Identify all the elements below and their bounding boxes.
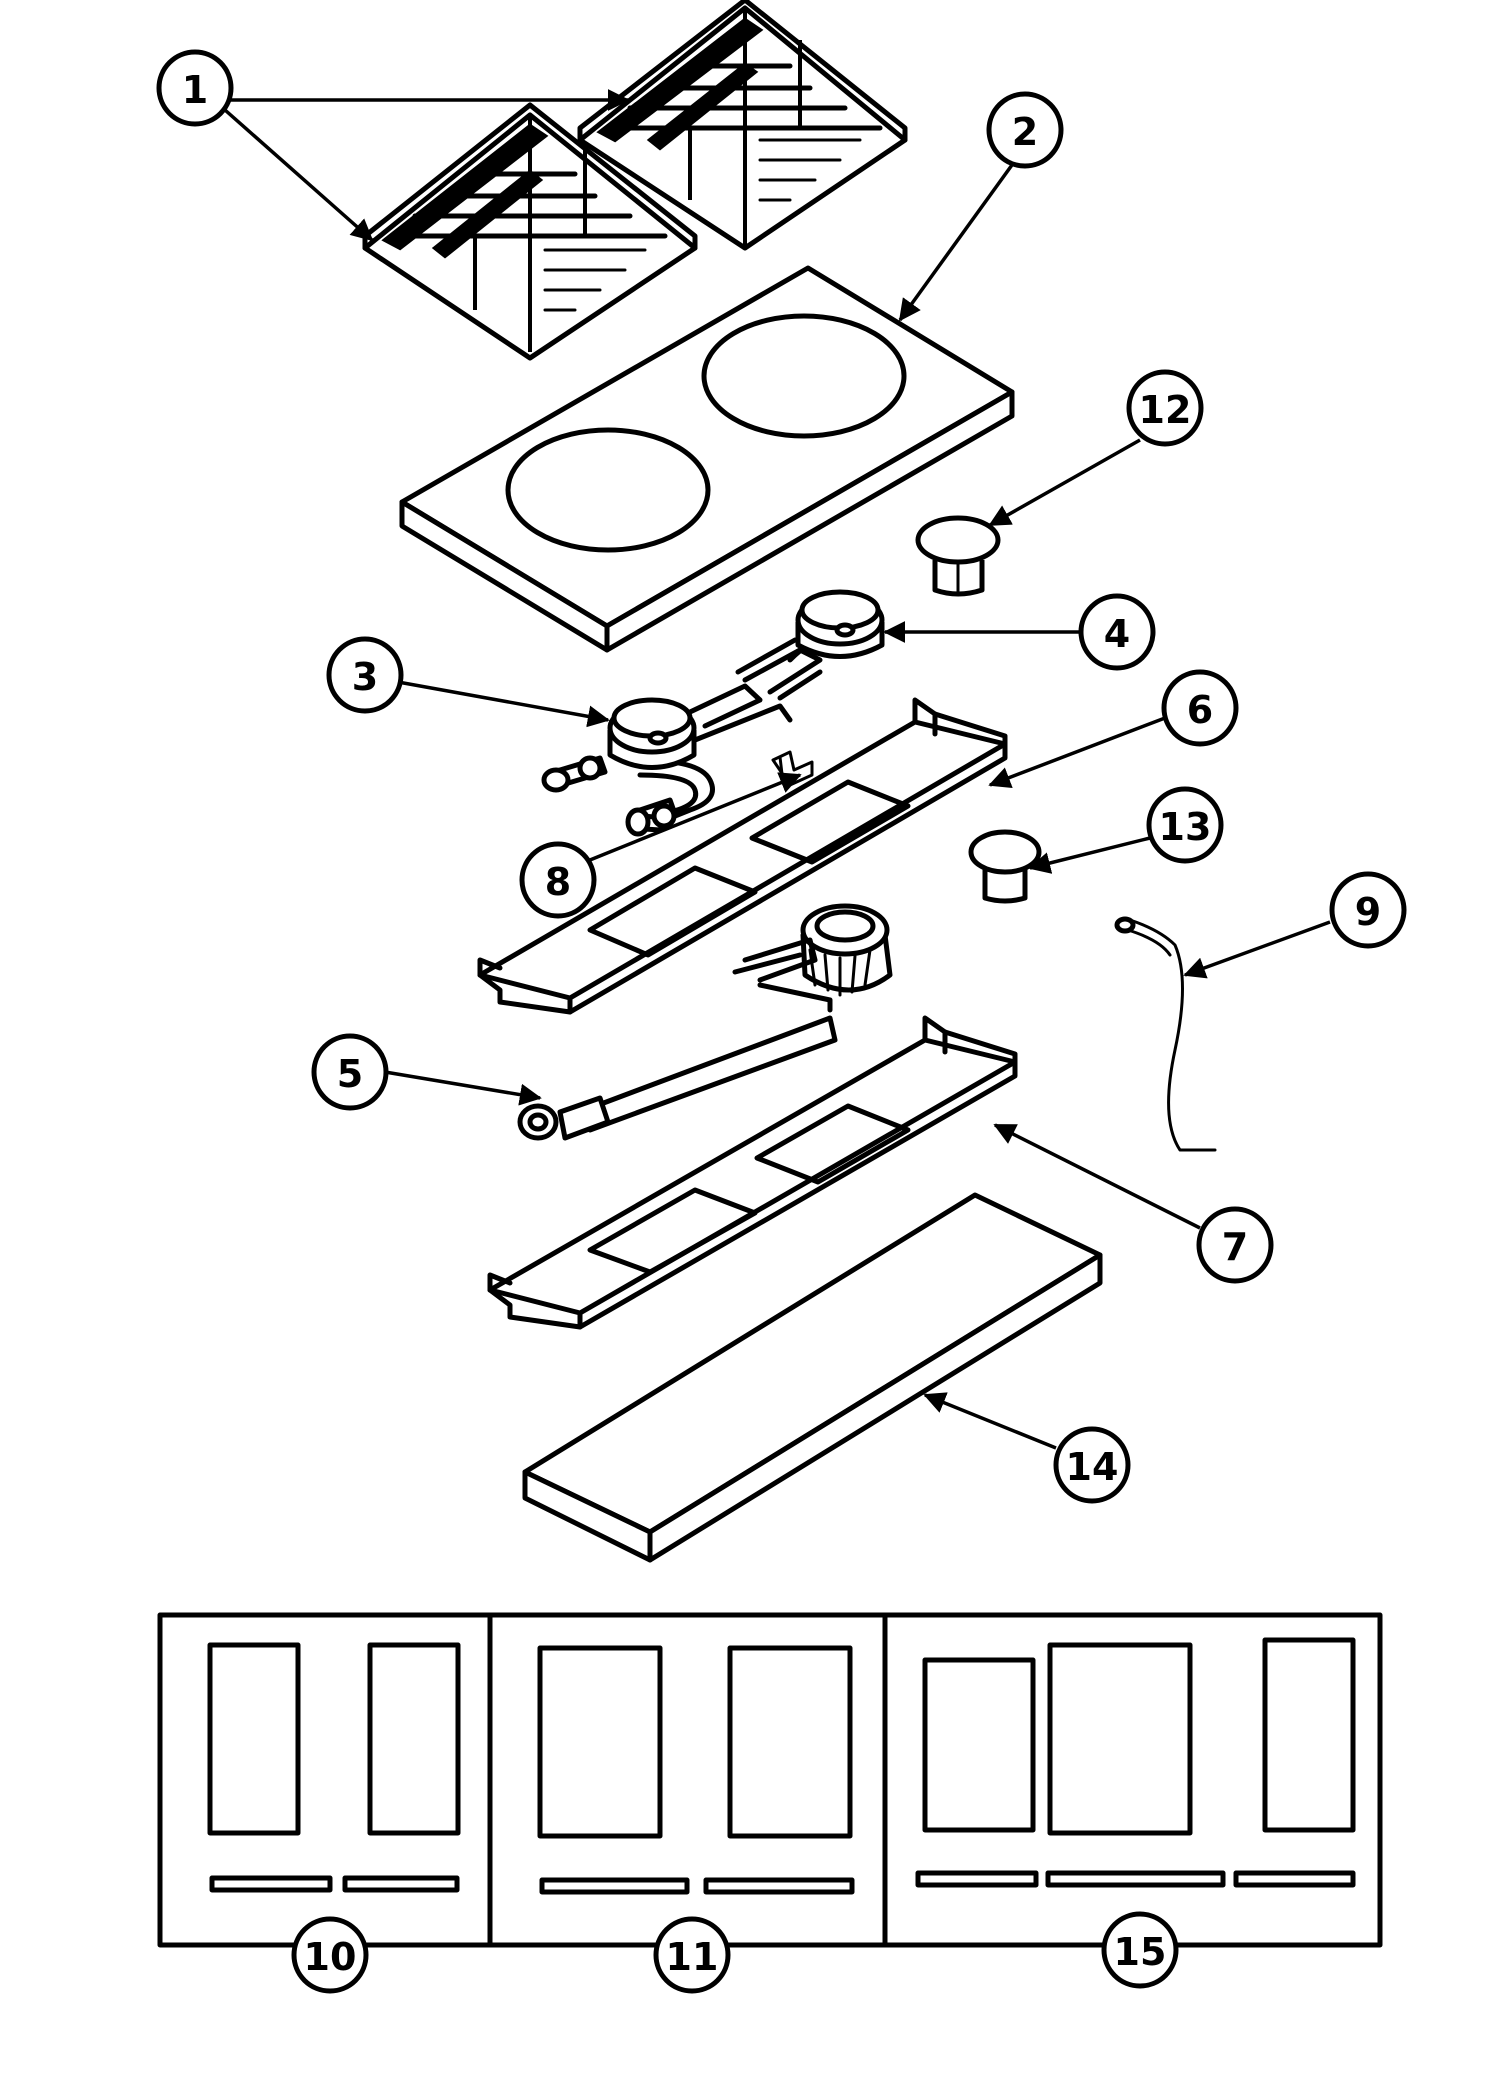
- burner-grate-rear: [577, 0, 908, 251]
- callout-10: 10: [291, 1916, 369, 1994]
- burner-grate-front: [362, 102, 698, 361]
- callout-label-14: 14: [1066, 1445, 1119, 1489]
- callout-6: 6: [1161, 669, 1239, 747]
- callout-14: 14: [1053, 1426, 1131, 1504]
- burner-box-7: [487, 1015, 1018, 1330]
- callout-4: 4: [1078, 593, 1156, 671]
- overlay-panels: [157, 1612, 1383, 1948]
- callout-label-2: 2: [1012, 110, 1038, 154]
- callout-1: 1: [156, 49, 234, 127]
- callout-2: 2: [986, 91, 1064, 169]
- callout-3: 3: [326, 636, 404, 714]
- leader-lines: [223, 89, 1331, 1450]
- callout-label-5: 5: [337, 1052, 363, 1096]
- callout-5: 5: [311, 1033, 389, 1111]
- callout-11: 11: [653, 1916, 731, 1994]
- bracket-8: [771, 750, 814, 787]
- igniter-wire-9: [1114, 916, 1217, 1152]
- burner-assembly-3: [541, 683, 793, 837]
- callout-13: 13: [1146, 786, 1224, 864]
- callout-label-8: 8: [545, 860, 571, 904]
- callout-label-3: 3: [352, 655, 378, 699]
- callout-label-4: 4: [1104, 612, 1130, 656]
- callout-label-11: 11: [666, 1935, 719, 1979]
- callout-label-12: 12: [1139, 388, 1192, 432]
- callout-label-13: 13: [1159, 805, 1212, 849]
- burner-assembly-4: [735, 589, 885, 701]
- callout-9: 9: [1329, 871, 1407, 949]
- callout-label-1: 1: [182, 68, 208, 112]
- callout-12: 12: [1126, 369, 1204, 447]
- knob-12: [915, 515, 1001, 597]
- callout-label-15: 15: [1114, 1930, 1167, 1974]
- callout-8: 8: [519, 841, 597, 919]
- burner-assembly-5: [517, 903, 893, 1141]
- knob-13: [968, 829, 1042, 904]
- callout-7: 7: [1196, 1206, 1274, 1284]
- callout-label-6: 6: [1187, 688, 1213, 732]
- callout-label-7: 7: [1222, 1225, 1248, 1269]
- callout-label-9: 9: [1355, 890, 1381, 934]
- callout-15: 15: [1101, 1911, 1179, 1989]
- cooktop-panel: [399, 265, 1015, 653]
- burner-box-6: [477, 697, 1008, 1015]
- base-panel-14: [522, 1192, 1103, 1563]
- callout-label-10: 10: [304, 1935, 357, 1979]
